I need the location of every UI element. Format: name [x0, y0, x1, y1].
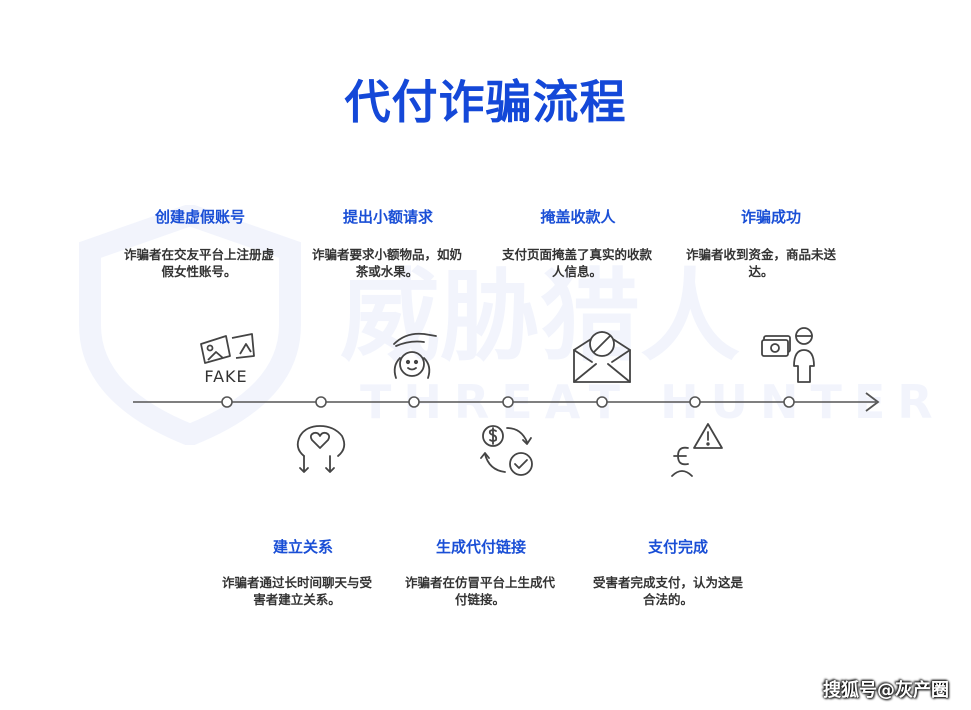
watermark-cn: 威胁猎人 — [340, 258, 740, 375]
timeline-node — [408, 396, 420, 408]
step-6-title: 支付完成 — [647, 538, 708, 556]
timeline-arrow — [865, 392, 880, 412]
step-2-title: 建立关系 — [272, 538, 333, 556]
svg-text:FAKE: FAKE — [204, 367, 247, 386]
timeline-node — [221, 396, 233, 408]
heart-exchange-icon — [290, 422, 352, 478]
timeline-node — [783, 396, 795, 408]
timeline-node — [502, 396, 514, 408]
step-3-title: 提出小额请求 — [342, 208, 433, 226]
footer-credit: 搜狐号@灰产圈 — [823, 680, 949, 701]
step-6-desc: 受害者完成支付，认为这是合法的。 — [593, 575, 744, 607]
blocked-envelope-icon — [570, 322, 634, 386]
page-title: 代付诈骗流程 — [344, 75, 627, 129]
timeline-node — [689, 396, 701, 408]
step-3-desc: 诈骗者要求小额物品，如奶茶或水果。 — [312, 247, 463, 279]
money-received-icon — [760, 324, 820, 386]
step-4-desc: 诈骗者在仿冒平台上生成代付链接。 — [405, 575, 556, 607]
step-2-desc: 诈骗者通过长时间聊天与受害者建立关系。 — [222, 575, 373, 607]
step-1-title: 创建虚假账号 — [154, 208, 245, 226]
step-5-title: 掩盖收款人 — [540, 208, 616, 226]
step-5-desc: 支付页面掩盖了真实的收款人信息。 — [502, 247, 653, 279]
payment-cycle-icon — [477, 420, 539, 480]
fake-photo-icon: FAKE — [196, 330, 258, 386]
step-4-title: 生成代付链接 — [435, 538, 526, 556]
step-1-desc: 诈骗者在交友平台上注册虚假女性账号。 — [124, 247, 275, 279]
timeline-node — [315, 396, 327, 408]
shield-logo-icon — [79, 205, 301, 445]
step-7-title: 诈骗成功 — [740, 208, 801, 226]
payment-warning-icon — [664, 420, 726, 480]
person-requesting-icon — [384, 328, 444, 384]
step-7-desc: 诈骗者收到资金，商品未送达。 — [686, 247, 837, 279]
timeline-node — [596, 396, 608, 408]
